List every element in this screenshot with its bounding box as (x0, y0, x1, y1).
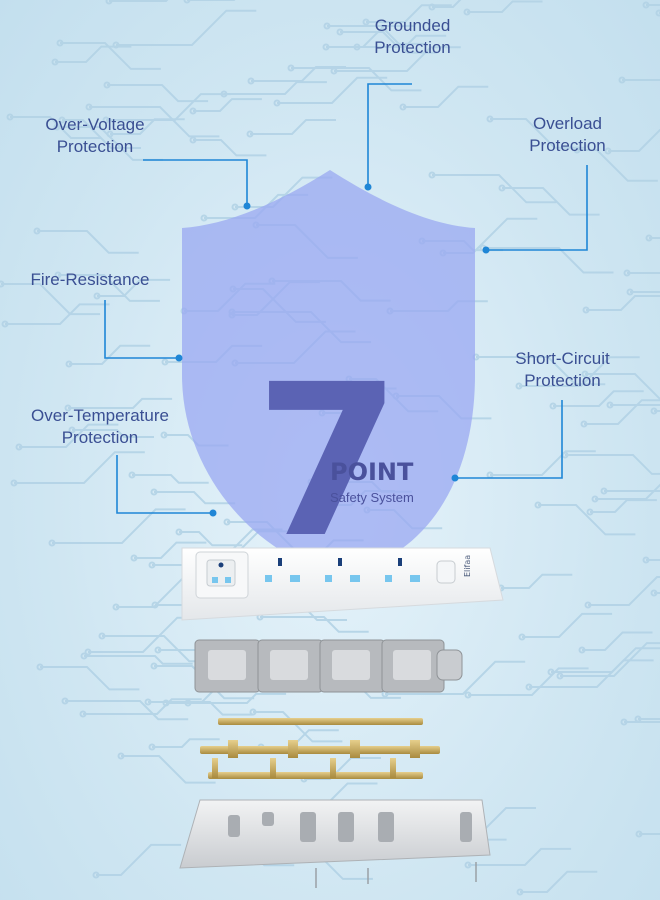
grounded-line1: Grounded (374, 16, 451, 35)
overload-line2: Protection (529, 136, 606, 155)
over-temperature-protection-label: Over-Temperature Protection (15, 405, 185, 449)
overload-protection-label: Overload Protection (515, 113, 620, 157)
overvoltage-line1: Over-Voltage (45, 115, 145, 134)
headline-word: POINT (330, 458, 414, 486)
overvoltage-protection-label: Over-Voltage Protection (30, 114, 160, 158)
overtemp-line1: Over-Temperature (31, 406, 169, 425)
grounded-line2: Protection (374, 38, 451, 57)
brand-logo: Elifaa (463, 555, 472, 577)
overvoltage-line2: Protection (56, 137, 134, 156)
shortcircuit-line2: Protection (524, 371, 601, 390)
brass-conductors (200, 718, 440, 779)
fire-line1: Fire-Resistance (30, 270, 150, 289)
fire-resistance-label: Fire-Resistance (20, 269, 160, 291)
strip-top-cover: Elifaa (181, 547, 504, 621)
grounded-protection-label: Grounded Protection (360, 15, 465, 59)
headline-subtitle: Safety System (330, 490, 414, 505)
headline-number: 7 (255, 339, 401, 584)
strip-base-housing (179, 799, 491, 888)
shortcircuit-line1: Short-Circuit (515, 349, 610, 368)
overload-line1: Overload (533, 114, 602, 133)
overtemp-line2: Protection (61, 428, 139, 447)
short-circuit-protection-label: Short-Circuit Protection (500, 348, 625, 392)
